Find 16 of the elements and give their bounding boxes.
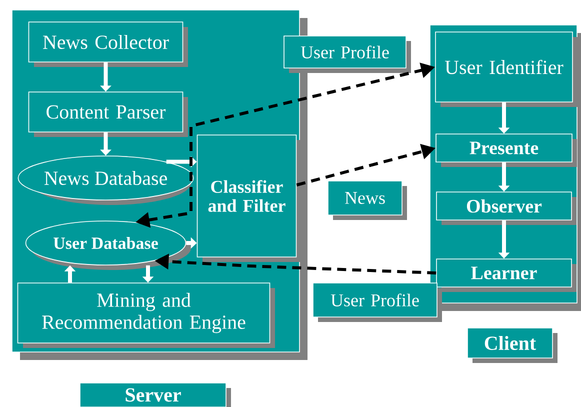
process-box: Learner [436, 258, 576, 292]
flow-label-box: User Profile [312, 282, 442, 322]
process-box: Observer [436, 192, 576, 225]
node-label: Presente [470, 142, 538, 154]
flow-label-box: News [328, 180, 407, 220]
node-label: Observer [466, 199, 542, 213]
process-box: Classifier and Filter [196, 134, 302, 262]
process-box: Content Parser [28, 92, 188, 137]
flow-label-box: User Profile [284, 36, 411, 73]
process-box: Presente [436, 134, 577, 167]
panel-label: Server [80, 382, 231, 407]
panel-label: Client [467, 328, 558, 363]
process-box: Mining and Recommendation Engine [17, 282, 275, 348]
process-box: User Identifier [435, 32, 578, 107]
node-label: Classifier and Filter [208, 180, 286, 212]
process-box: News Collector [28, 22, 188, 67]
